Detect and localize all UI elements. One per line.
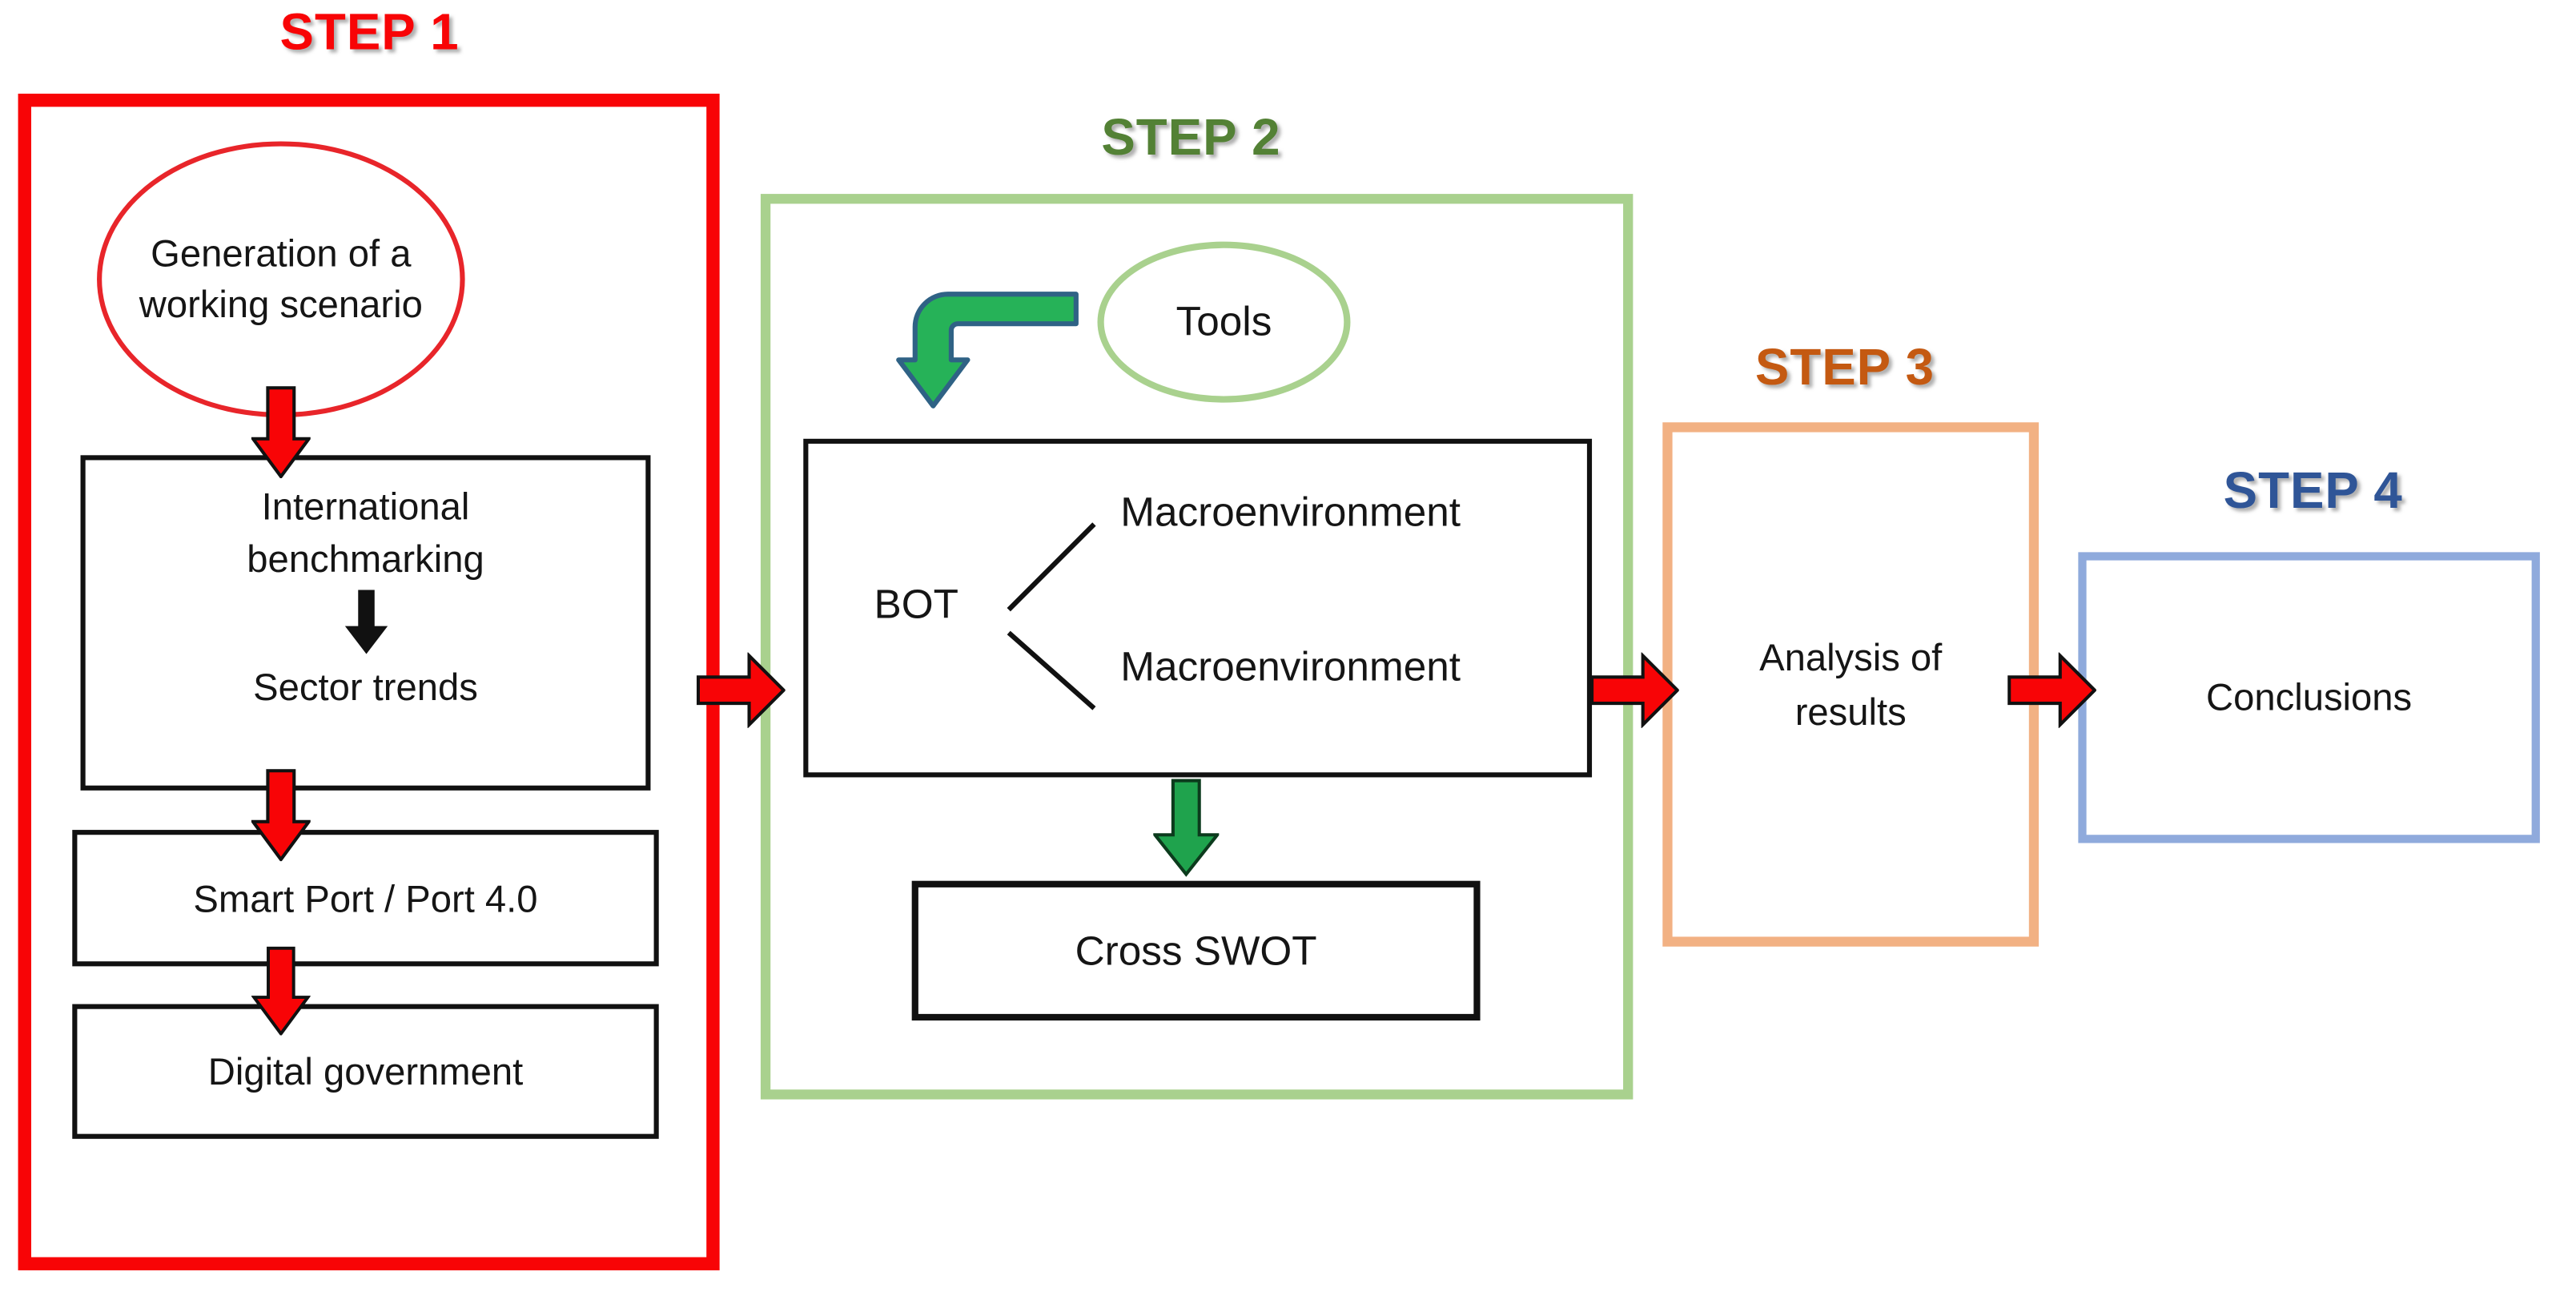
macroenvironment-top-text: Macroenvironment (1120, 489, 1461, 536)
step1-title: STEP 1 (279, 3, 460, 61)
branch-lines-icon (1007, 522, 1096, 710)
red-arrow-right-icon (2007, 652, 2096, 728)
cross-swot-text: Cross SWOT (1075, 928, 1317, 974)
digital-government-box: Digital government (72, 1004, 659, 1139)
tools-text: Tools (1175, 298, 1272, 344)
red-arrow-right-icon (1590, 652, 1679, 728)
working-scenario-text: Generation of a working scenario (139, 231, 423, 326)
benchmarking-box-top-text: International benchmarking (247, 485, 484, 581)
red-arrow-down-icon (251, 386, 311, 479)
benchmarking-box: International benchmarking Sector trends (80, 455, 651, 791)
tools-ellipse: Tools (1097, 241, 1351, 403)
bot-box: BOT Macroenvironment Macroenvironment (803, 438, 1593, 778)
conclusions-text: Conclusions (2206, 675, 2413, 718)
red-arrow-down-icon (251, 946, 311, 1036)
step2-frame (760, 194, 1634, 1100)
analysis-results-text: Analysis of results (1759, 634, 1943, 733)
red-arrow-right-icon (696, 652, 786, 728)
step4-title: STEP 4 (2223, 461, 2403, 520)
macroenvironment-bottom-text: Macroenvironment (1120, 644, 1461, 690)
step3-frame (1662, 422, 2040, 947)
step1-frame (18, 93, 720, 1270)
conclusions-box: Conclusions (2078, 552, 2540, 843)
working-scenario-ellipse: Generation of a working scenario (97, 141, 465, 418)
benchmarking-box-bottom-text: Sector trends (253, 665, 478, 709)
analysis-results-box: Analysis of results (1662, 422, 2039, 946)
smart-port-text: Smart Port / Port 4.0 (193, 876, 538, 920)
bot-text: BOT (874, 582, 958, 628)
black-arrow-down-icon (344, 590, 388, 654)
red-arrow-down-icon (251, 769, 311, 862)
smart-port-box: Smart Port / Port 4.0 (72, 830, 659, 967)
step3-title: STEP 3 (1754, 338, 1935, 396)
step2-title: STEP 2 (1101, 108, 1281, 167)
digital-government-text: Digital government (207, 1050, 524, 1093)
cross-swot-box: Cross SWOT (911, 880, 1481, 1021)
green-elbow-arrow-icon (896, 292, 1079, 409)
green-arrow-down-icon (1153, 779, 1220, 877)
